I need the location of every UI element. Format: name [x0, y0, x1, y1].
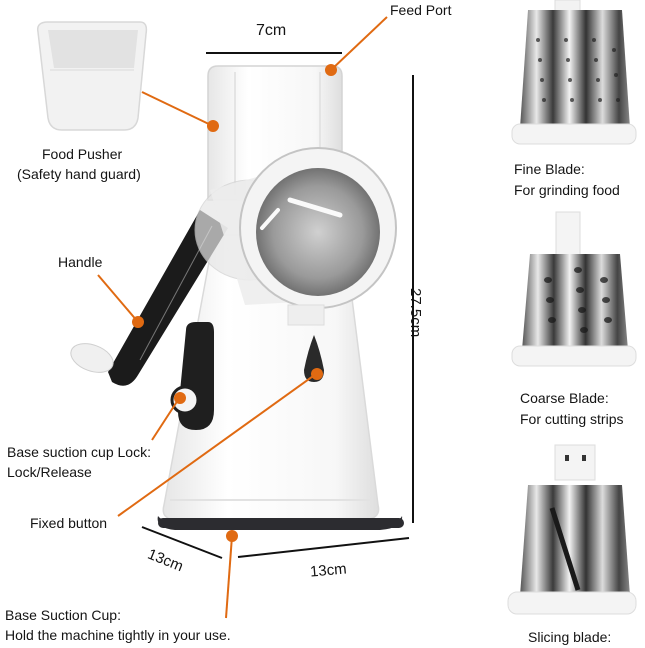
food-pusher-label: Food Pusher	[42, 146, 123, 162]
crank-handle	[70, 210, 228, 386]
handle-label: Handle	[58, 254, 103, 270]
fine-blade-image	[511, 0, 637, 145]
suction-lock-sublabel: Lock/Release	[7, 464, 92, 480]
fine-blade-name: Fine Blade:	[514, 161, 585, 177]
base-suction-label: Base Suction Cup:	[5, 607, 121, 623]
suction-lock-lever	[170, 322, 214, 430]
coarse-blade-desc: For cutting strips	[520, 411, 624, 427]
callout-leaders	[97, 16, 388, 619]
feed-port-label: Feed Port	[390, 2, 452, 18]
slicing-blade-name: Slicing blade:	[528, 629, 612, 645]
slicing-blade-image	[507, 444, 637, 615]
food-pusher-sublabel: (Safety hand guard)	[17, 166, 141, 182]
fixed-button-label: Fixed button	[30, 515, 108, 531]
base-width-dimension: 13cm	[309, 560, 348, 581]
top-width-dimension: 7cm	[256, 22, 287, 39]
coarse-blade-image	[511, 211, 637, 367]
base-suction-sublabel: Hold the machine tightly in your use.	[5, 627, 231, 643]
suction-lock-label: Base suction cup Lock:	[7, 444, 151, 460]
food-pusher-image	[36, 21, 148, 131]
height-dimension: 27.5cm	[407, 288, 424, 338]
coarse-blade-name: Coarse Blade:	[520, 390, 609, 406]
grating-drum-housing	[194, 147, 397, 326]
dimension-lines	[141, 52, 414, 559]
fine-blade-desc: For grinding food	[514, 182, 620, 198]
